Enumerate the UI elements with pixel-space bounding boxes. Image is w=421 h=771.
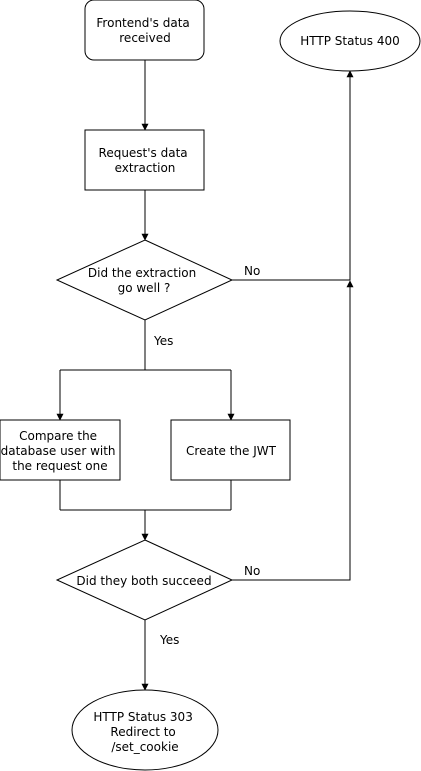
- node-compare-shape: [0, 419, 121, 481]
- node-decision1-shape: [55, 239, 234, 321]
- node-status400-shape: [279, 10, 421, 72]
- node-status303-shape: [71, 689, 219, 771]
- edge-label-decision2-no: No: [244, 564, 260, 578]
- node-jwt-label: Create the JWT: [186, 444, 277, 458]
- node-compare-label: Compare the database user with the reque…: [1, 429, 120, 473]
- node-status400-label: HTTP Status 400: [300, 34, 399, 48]
- node-decision1-label: Did the extraction go well ?: [88, 266, 200, 295]
- edge-label-decision2-yes: Yes: [159, 633, 179, 647]
- node-start-label: Frontend's data received: [96, 16, 193, 45]
- node-jwt-shape: [170, 419, 291, 481]
- node-status303-label: HTTP Status 303 Redirect to /set_cookie: [93, 710, 196, 754]
- node-decision2-label: Did they both succeed: [76, 574, 211, 588]
- edge-label-decision1-yes: Yes: [153, 334, 173, 348]
- node-extract-label: Request's data extraction: [99, 146, 192, 175]
- node-start-shape: [84, 0, 205, 61]
- edge-decision2-no: [232, 280, 354, 581]
- edge-decision1-no: [232, 70, 354, 281]
- node-extract-shape: [84, 129, 205, 191]
- node-decision2-shape: [55, 539, 234, 621]
- edge-label-decision1-no: No: [244, 264, 260, 278]
